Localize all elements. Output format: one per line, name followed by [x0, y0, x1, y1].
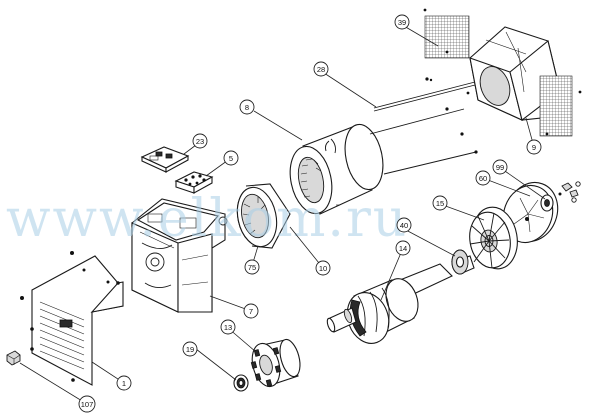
svg-text:75: 75 — [248, 263, 256, 272]
part-28-tie-rods — [369, 77, 478, 175]
callout-39: 39 — [394, 14, 410, 30]
svg-text:107: 107 — [81, 400, 94, 409]
part-40-bearing — [451, 249, 475, 275]
svg-text:40: 40 — [400, 221, 408, 230]
callout-5: 5 — [223, 150, 239, 166]
part-19-bearing — [233, 374, 249, 392]
part-13-exciter-rotor — [250, 338, 301, 388]
svg-text:9: 9 — [532, 143, 536, 152]
watermark: www.elkom.ru — [6, 189, 408, 249]
svg-text:8: 8 — [245, 103, 249, 112]
callout-75: 75 — [244, 259, 260, 275]
part-8-stator-housing — [289, 123, 384, 215]
svg-text:60: 60 — [479, 174, 487, 183]
callout-8: 8 — [239, 99, 255, 115]
part-23-regulator-board — [140, 146, 190, 173]
callout-14: 14 — [395, 240, 411, 256]
callout-23: 23 — [192, 133, 208, 149]
callout-1: 1 — [116, 375, 132, 391]
callout-7: 7 — [243, 303, 259, 319]
callout-15: 15 — [432, 195, 448, 211]
svg-text:5: 5 — [229, 154, 233, 163]
callout-40: 40 — [396, 217, 412, 233]
part-14-rotor — [326, 263, 453, 344]
svg-text:15: 15 — [436, 199, 444, 208]
callout-19: 19 — [182, 341, 198, 357]
callout-107: 107 — [78, 395, 96, 413]
callout-10: 10 — [315, 260, 331, 276]
part-7-frame — [131, 198, 226, 313]
svg-text:10: 10 — [319, 264, 327, 273]
callout-13: 13 — [220, 319, 236, 335]
svg-text:39: 39 — [398, 18, 406, 27]
part-99-fastener — [540, 181, 581, 212]
svg-text:23: 23 — [196, 137, 204, 146]
callout-60: 60 — [475, 170, 491, 186]
callout-28: 28 — [313, 61, 329, 77]
part-9-rear-housing — [423, 8, 582, 137]
svg-text:19: 19 — [186, 345, 194, 354]
part-1-front-cover — [20, 251, 124, 386]
part-5-terminal-block — [174, 171, 214, 194]
part-15-fan — [469, 206, 518, 270]
svg-text:1: 1 — [122, 379, 126, 388]
svg-text:99: 99 — [496, 163, 504, 172]
part-10-exciter-stator — [236, 183, 291, 249]
callout-9: 9 — [526, 139, 542, 155]
callout-99: 99 — [492, 159, 508, 175]
leader-lines — [19, 25, 546, 405]
part-39-grille-top — [424, 15, 470, 59]
part-107-cap — [6, 350, 21, 366]
svg-text:13: 13 — [224, 323, 232, 332]
svg-text:28: 28 — [317, 65, 325, 74]
svg-text:7: 7 — [249, 307, 253, 316]
svg-text:14: 14 — [399, 244, 407, 253]
